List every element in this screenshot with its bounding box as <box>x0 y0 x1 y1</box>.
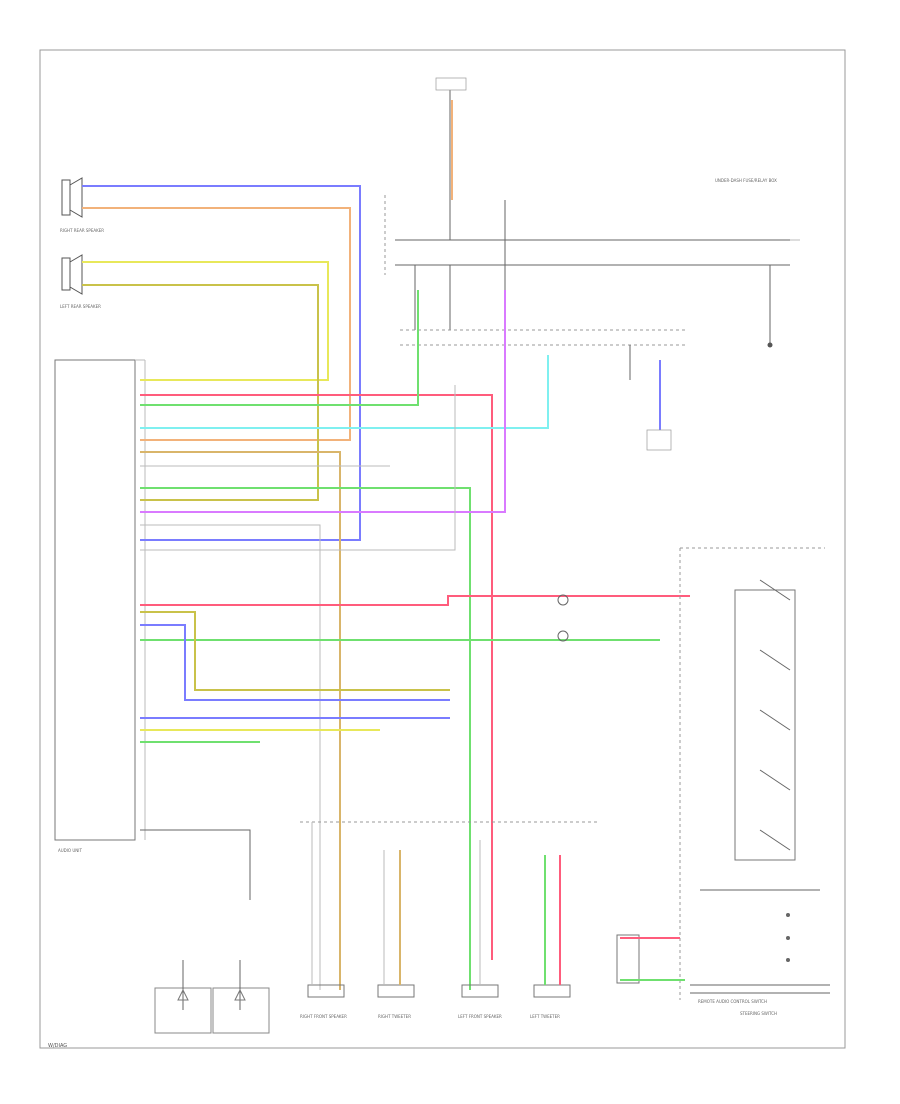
wire-orange-1 <box>82 207 351 441</box>
remote-audio-label: REMOTE AUDIO CONTROL SWITCH <box>698 999 767 1004</box>
wire-olive-1 <box>82 284 319 501</box>
wire-cyan-1 <box>140 355 549 429</box>
wire-red-2 <box>140 595 690 606</box>
diagram-frame <box>39 49 846 1049</box>
speaker-connectors <box>307 984 571 998</box>
wire-yellow-1 <box>82 261 329 381</box>
right-tweeter-label: RIGHT TWEETER <box>378 1014 411 1019</box>
wire-red-1 <box>140 394 493 960</box>
fuse-relay-box <box>384 77 800 451</box>
wire-purple-1 <box>140 290 506 513</box>
wire-tan-1 <box>140 451 341 990</box>
front-passenger-speaker-label: RIGHT FRONT SPEAKER <box>300 1014 347 1019</box>
remote-switch-box <box>616 934 640 984</box>
wire-blue-1 <box>82 185 361 541</box>
wire-blue-2 <box>140 624 450 701</box>
footer-code: W/DIAG <box>48 1043 67 1049</box>
wire-green-1 <box>140 290 419 406</box>
right-rear-speaker-symbol <box>61 177 83 218</box>
audio-unit-label: AUDIO UNIT <box>58 848 82 853</box>
wire-olive-2 <box>140 611 450 691</box>
left-rear-speaker-label: LEFT REAR SPEAKER <box>60 304 101 309</box>
audio-unit-box <box>54 359 136 841</box>
fuse-box-label: UNDER-DASH FUSE/RELAY BOX <box>715 178 777 183</box>
antenna-ground-boxes <box>154 960 270 1034</box>
right-rear-speaker-label: RIGHT REAR SPEAKER <box>60 228 104 233</box>
left-tweeter-label: LEFT TWEETER <box>530 1014 560 1019</box>
steering-switch <box>679 547 830 1000</box>
left-rear-speaker-symbol <box>61 254 83 295</box>
wire-green-2 <box>140 487 471 990</box>
steering-switch-label: STEERING SWITCH <box>740 1011 777 1016</box>
driver-speaker-label: LEFT FRONT SPEAKER <box>458 1014 502 1019</box>
